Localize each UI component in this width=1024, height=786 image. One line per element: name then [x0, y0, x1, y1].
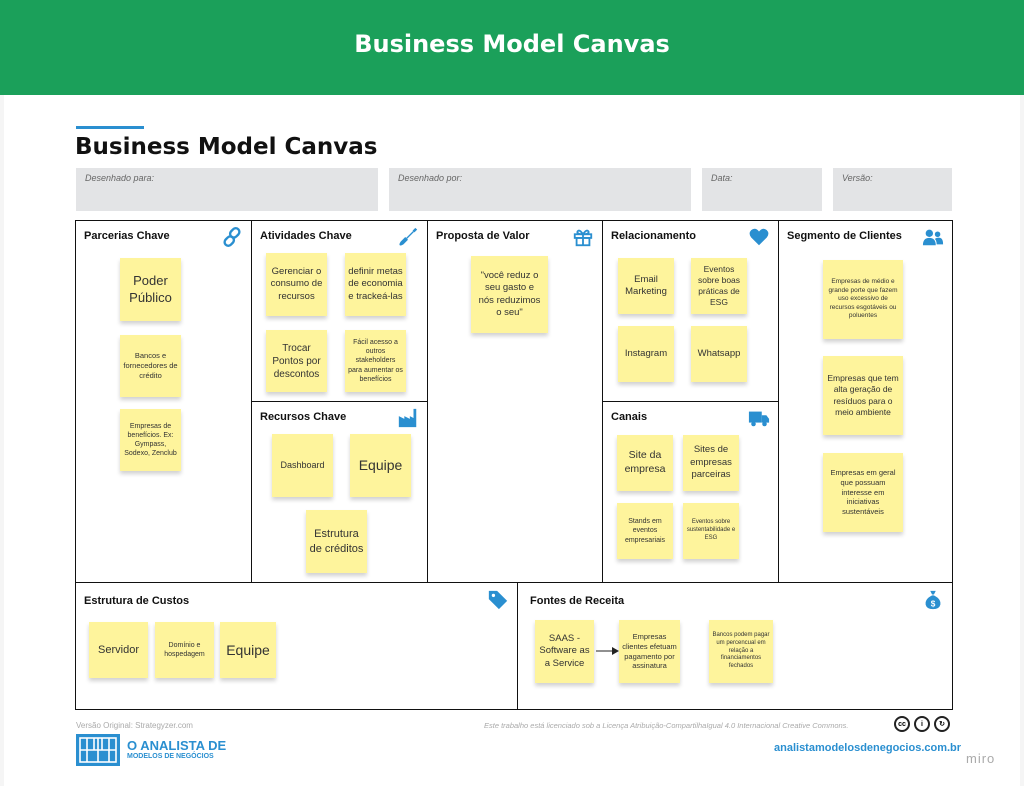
factory-icon	[397, 407, 419, 429]
by-icon: i	[914, 716, 930, 732]
money-bag-icon: $	[922, 589, 944, 611]
cost-structure-title: Estrutura de Custos	[84, 595, 190, 607]
designed-for-field[interactable]: Desenhado para:	[76, 168, 378, 211]
sticky-note[interactable]: Instagram	[618, 326, 674, 382]
logo-subtext: MODELOS DE NEGÓCIOS	[127, 753, 214, 760]
gift-icon	[572, 226, 594, 248]
sticky-note[interactable]: Eventos sobre boas práticas de ESG	[691, 258, 747, 314]
tag-icon	[487, 589, 509, 611]
designed-by-field[interactable]: Desenhado por:	[389, 168, 691, 211]
header-bar: Business Model Canvas	[0, 0, 1024, 95]
heart-icon	[748, 226, 770, 248]
relationship-title: Relacionamento	[611, 230, 696, 242]
sticky-note[interactable]: Site da empresa	[617, 435, 673, 491]
website-link[interactable]: analistamodelosdenegocios.com.br	[774, 742, 962, 754]
sticky-note[interactable]: Sites de empresas parceiras	[683, 435, 739, 491]
sticky-note[interactable]: Poder Público	[120, 258, 181, 321]
sa-icon: ↻	[934, 716, 950, 732]
channels-title: Canais	[611, 411, 648, 423]
sticky-note[interactable]: Empresas de benefícios. Ex: Gympass, Sod…	[120, 409, 181, 471]
sticky-note[interactable]: "você reduz o seu gasto e nós reduzimos …	[471, 256, 548, 333]
sticky-note[interactable]: Domínio e hospedagem	[155, 622, 214, 678]
sticky-note[interactable]: Estrutura de créditos	[306, 510, 367, 573]
cost-structure-section: Estrutura de Custos	[75, 582, 518, 710]
truck-icon	[748, 407, 770, 429]
link-icon	[221, 226, 243, 248]
sticky-note[interactable]: Empresas clientes efetuam pagamento por …	[619, 620, 680, 683]
svg-text:$: $	[931, 599, 936, 608]
customer-segments-title: Segmento de Clientes	[787, 230, 902, 242]
sticky-note[interactable]: Gerenciar o consumo de recursos	[266, 253, 327, 316]
sticky-note[interactable]: Bancos podem pagar um percencual em rela…	[709, 620, 773, 683]
sticky-note[interactable]: Whatsapp	[691, 326, 747, 382]
version-field[interactable]: Versão:	[833, 168, 952, 211]
sticky-note[interactable]: definir metas de economia e trackeá-las	[345, 253, 406, 316]
date-field[interactable]: Data:	[702, 168, 822, 211]
sticky-note[interactable]: Fácil acesso a outros stakeholders para …	[345, 330, 406, 392]
sticky-note[interactable]: Trocar Pontos por descontos	[266, 330, 327, 392]
users-icon	[922, 226, 944, 248]
sticky-note[interactable]: Eventos sobre sustentabilidade e ESG	[683, 503, 739, 559]
sticky-note[interactable]: Empresas em geral que possuam interesse …	[823, 453, 903, 532]
sticky-note[interactable]: Empresas que tem alta geração de resíduo…	[823, 356, 903, 435]
license-text: Este trabalho está licenciado sob a Lice…	[484, 721, 849, 730]
shovel-icon	[397, 226, 419, 248]
sticky-note[interactable]: Equipe	[220, 622, 276, 678]
logo-icon	[76, 734, 120, 766]
key-activities-title: Atividades Chave	[260, 230, 352, 242]
key-partners-title: Parcerias Chave	[84, 230, 170, 242]
sticky-note[interactable]: Bancos e fornecedores de crédito	[120, 335, 181, 397]
header-title: Business Model Canvas	[354, 29, 670, 58]
sticky-note[interactable]: Empresas de médio e grande porte que faz…	[823, 260, 903, 339]
sticky-note[interactable]: Stands em eventos empresariais	[617, 503, 673, 559]
logo-text: O ANALISTA DE	[127, 738, 227, 753]
value-proposition-title: Proposta de Valor	[436, 230, 530, 242]
arrow-connector	[596, 647, 619, 655]
sticky-note[interactable]: Email Marketing	[618, 258, 674, 314]
original-version-credit: Versão Original: Strategyzer.com	[76, 721, 193, 730]
title-accent-line	[76, 126, 144, 129]
canvas-title: Business Model Canvas	[75, 134, 378, 160]
cc-icon: cc	[894, 716, 910, 732]
sticky-note[interactable]: Equipe	[350, 434, 411, 497]
miro-watermark: miro	[966, 751, 996, 766]
revenue-streams-title: Fontes de Receita	[530, 595, 625, 607]
sticky-note[interactable]: SAAS - Software as a Service	[535, 620, 594, 683]
sticky-note[interactable]: Dashboard	[272, 434, 333, 497]
key-resources-title: Recursos Chave	[260, 411, 347, 423]
sticky-note[interactable]: Servidor	[89, 622, 148, 678]
